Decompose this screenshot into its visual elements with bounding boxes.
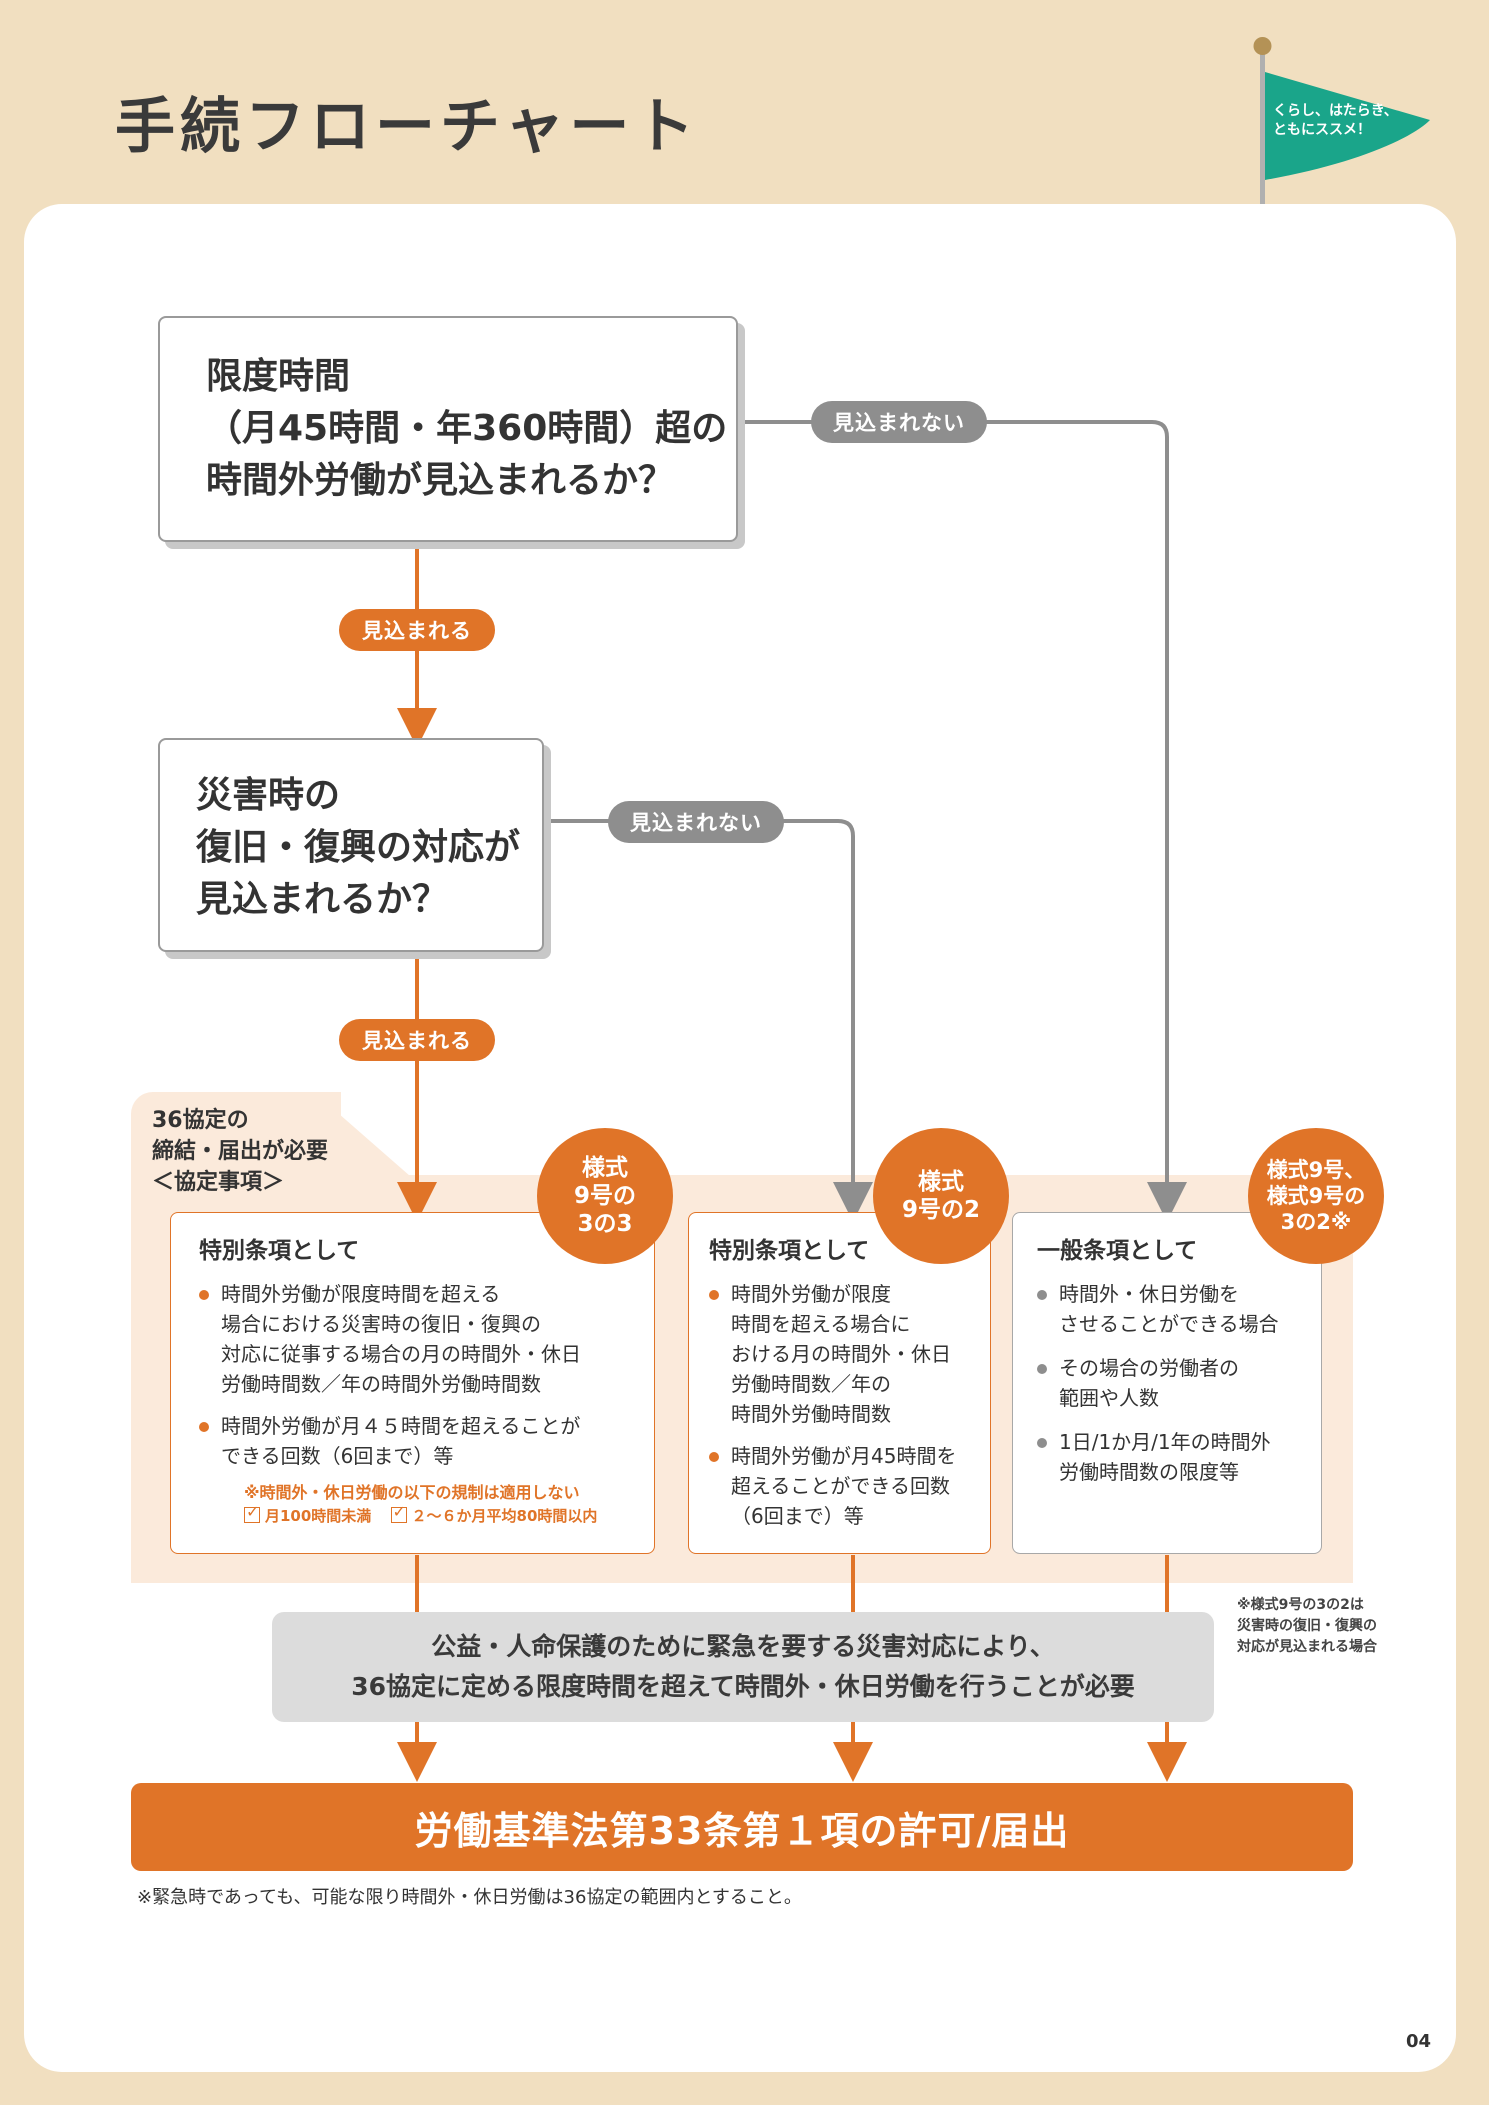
box1-note: ※時間外・休日労働の以下の規制は適用しない <box>244 1483 580 1502</box>
page-number: 04 <box>1406 2031 1432 2052</box>
section-label: 36協定の 締結・届出が必要 ＜協定事項＞ <box>152 1108 329 1195</box>
result-permission-bar: 労働基準法第33条第１項の許可/届出 <box>131 1783 1353 1871</box>
box2-bullet-1: 時間外労働が限度時間を超える場合に おける月の時間外・休日労働時間数／年の 時間… <box>709 1279 990 1429</box>
requirement-box: 公益・人命保護のために緊急を要する災害対応により、 36協定に定める限度時間を超… <box>272 1612 1214 1722</box>
label-not-expected-1: 見込まれない <box>811 401 987 443</box>
form-note: ※様式9号の3の2は災害時の復旧・復興の対応が見込まれる場合 <box>1237 1597 1377 1655</box>
box1-bullet-2: 時間外労働が月４５時間を超えることができる回数（6回まで）等 <box>199 1411 654 1471</box>
box3-bullet-2: その場合の労働者の範囲や人数 <box>1037 1353 1321 1413</box>
general-clause-box: 一般条項として 時間外・休日労働をさせることができる場合 その場合の労働者の範囲… <box>1012 1212 1322 1554</box>
label-expected-1: 見込まれる <box>339 609 495 651</box>
special-clause-box-2: 特別条項として 時間外労働が限度時間を超える場合に おける月の時間外・休日労働時… <box>688 1212 991 1554</box>
checkbox-icon <box>244 1502 260 1523</box>
connector-q2-no <box>549 819 873 1222</box>
footnote: ※緊急時であっても、可能な限り時間外・休日労働は36協定の範囲内とすること。 <box>137 1887 802 1908</box>
box2-bullet-2: 時間外労働が月45時間を超えることができる回数 （6回まで）等 <box>709 1441 990 1531</box>
box1-checks: 月100時間未満 ２～６か月平均80時間以内 <box>244 1502 654 1526</box>
question-disaster-recovery: 災害時の 復旧・復興の対応が 見込まれるか？ <box>158 738 544 952</box>
label-not-expected-2: 見込まれない <box>608 801 784 843</box>
connector-q1-no <box>744 420 1187 1222</box>
box3-title: 一般条項として <box>1037 1238 1198 1264</box>
box2-title: 特別条項として <box>709 1238 870 1264</box>
special-clause-box-1: 特別条項として 時間外労働が限度時間を超える場合における災害時の復旧・復興の 対… <box>170 1212 655 1554</box>
question-limit-hours: 限度時間 （月45時間・年360時間）超の 時間外労働が見込まれるか？ <box>158 316 738 542</box>
flag-icon <box>1253 37 1430 205</box>
box1-bullet-1: 時間外労働が限度時間を超える場合における災害時の復旧・復興の 対応に従事する場合… <box>199 1279 654 1399</box>
page-title: 手続フローチャート <box>115 92 700 162</box>
label-expected-2: 見込まれる <box>339 1019 495 1061</box>
checkbox-icon <box>390 1502 407 1523</box>
box1-title: 特別条項として <box>199 1238 360 1264</box>
box3-bullet-3: 1日/1か月/1年の時間外労働時間数の限度等 <box>1037 1427 1321 1487</box>
box3-bullet-1: 時間外・休日労働をさせることができる場合 <box>1037 1279 1321 1339</box>
flag-slogan: くらし、はたらき、 ともにススメ！ <box>1273 103 1398 138</box>
